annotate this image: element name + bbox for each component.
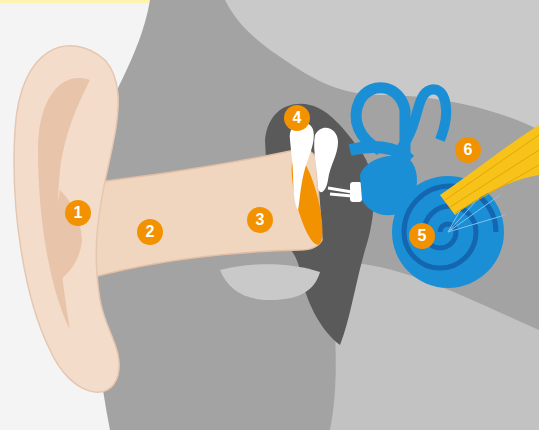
stapes — [328, 188, 352, 196]
callout-number: 5 — [409, 223, 435, 249]
callout-number: 3 — [247, 207, 273, 233]
skull-region — [225, 0, 539, 130]
callout-number: 1 — [65, 200, 91, 226]
auditory-nerve — [440, 125, 539, 215]
pinna — [14, 46, 119, 392]
incus — [314, 128, 338, 192]
stapes-footplate — [350, 182, 362, 202]
lower-bone — [330, 263, 539, 430]
semicircular-canal — [400, 89, 446, 150]
nerve-fibres — [445, 135, 539, 213]
bone-ridge — [220, 264, 320, 300]
ear-canal — [75, 149, 322, 278]
pinna-fold — [38, 78, 90, 330]
callout-number: 2 — [137, 219, 163, 245]
callout-number: 6 — [455, 137, 481, 163]
callout-number: 4 — [284, 105, 310, 131]
malleus — [290, 122, 314, 210]
